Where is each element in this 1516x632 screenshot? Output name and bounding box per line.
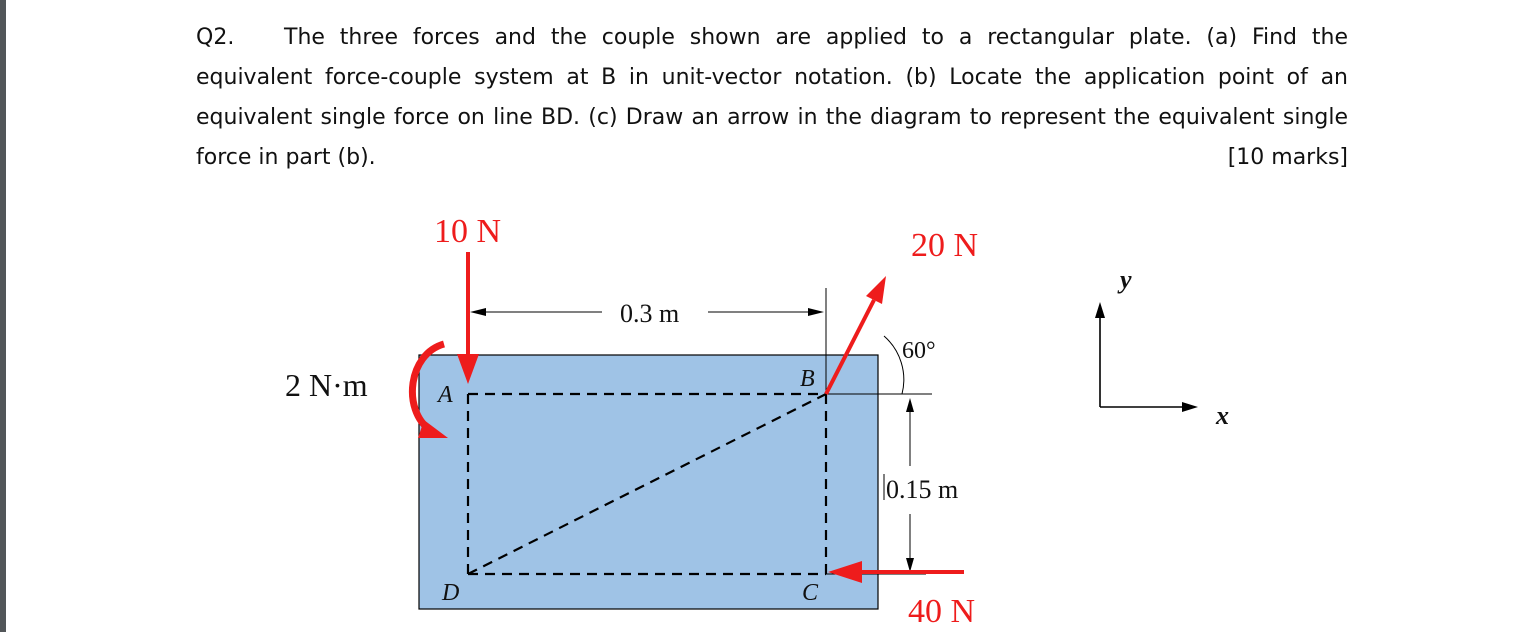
question-line-3: equivalent single force on line BD. (c) … — [196, 105, 1348, 130]
force-20n-label: 20 N — [911, 227, 978, 264]
force-40n-label: 40 N — [908, 593, 975, 630]
plate-diagram: 0.3 m 0.15 m 10 N 20 N 60° — [285, 213, 1229, 630]
point-d-label: D — [441, 580, 459, 606]
point-b-label: B — [800, 366, 815, 392]
dim-vertical-label: 0.15 m — [886, 475, 958, 504]
couple-label: 2 N·m — [285, 367, 368, 403]
question-line-4: force in part (b).[10 marks] — [196, 138, 1348, 178]
force-20n-arrow — [824, 276, 905, 395]
axes-icon — [1095, 302, 1198, 412]
marks-label: [10 marks] — [1227, 145, 1348, 170]
point-c-label: C — [802, 580, 819, 606]
point-a-label: A — [436, 382, 453, 408]
force-10n-label: 10 N — [434, 213, 501, 250]
rectangular-plate — [418, 354, 879, 610]
force-10n-arrow — [457, 252, 479, 384]
angle-label: 60° — [902, 338, 936, 364]
document-page: Q2.The three forces and the couple shown… — [6, 0, 1516, 632]
dimension-horizontal — [467, 288, 827, 392]
axis-y-label: y — [1117, 265, 1132, 294]
force-40n-arrow — [828, 561, 964, 583]
question-line-2: equivalent force-couple system at B in u… — [196, 65, 1348, 90]
question-line-1: Q2.The three forces and the couple shown… — [196, 18, 1348, 58]
dashed-outline — [466, 392, 828, 576]
dim-horizontal-label: 0.3 m — [620, 299, 679, 328]
question-number: Q2. — [196, 25, 235, 50]
couple-arrow — [408, 340, 448, 438]
axis-x-label: x — [1215, 401, 1229, 430]
question-text: Q2.The three forces and the couple shown… — [196, 18, 1348, 178]
